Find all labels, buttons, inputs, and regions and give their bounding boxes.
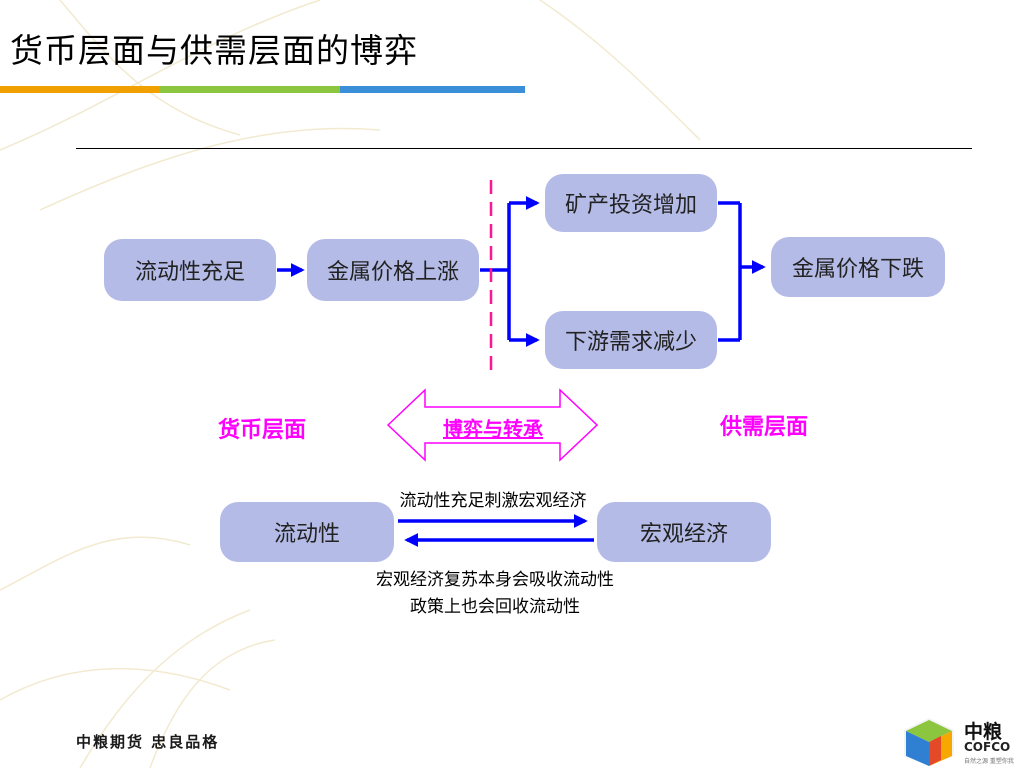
double-arrow-banner	[386, 388, 599, 462]
logo-text-en: COFCO	[964, 740, 1011, 754]
box-downstream-demand-decrease: 下游需求减少	[545, 311, 717, 369]
box-macro-economy: 宏观经济	[597, 502, 771, 562]
footer-slogan: 中粮期货 忠良品格	[76, 733, 220, 751]
divider-line	[76, 148, 972, 149]
note-policy-withdraws: 政策上也会回收流动性	[410, 597, 580, 617]
title-bar-orange	[0, 86, 160, 93]
box-metal-price-fall: 金属价格下跌	[771, 237, 945, 297]
title-bar-green	[160, 86, 340, 93]
box-liquidity-sufficient: 流动性充足	[104, 239, 276, 301]
cofco-logo: 中粮 COFCO 自然之源 重塑你我	[898, 716, 1018, 766]
page-title: 货币层面与供需层面的博弈	[10, 31, 418, 70]
label-game-transition: 博弈与转承	[443, 416, 543, 441]
logo-text-cn: 中粮	[964, 721, 1003, 743]
logo-tagline: 自然之源 重塑你我	[964, 758, 1014, 765]
note-liquidity-stimulates: 流动性充足刺激宏观经济	[399, 491, 587, 511]
cofco-cube-icon	[904, 718, 954, 766]
box-metal-price-rise: 金属价格上涨	[307, 239, 479, 301]
title-bar-blue	[340, 86, 525, 93]
note-recovery-absorbs: 宏观经济复苏本身会吸收流动性	[376, 570, 614, 590]
label-monetary-level: 货币层面	[218, 417, 307, 443]
box-mining-investment-increase: 矿产投资增加	[545, 174, 717, 232]
label-supply-demand-level: 供需层面	[720, 414, 809, 440]
box-liquidity: 流动性	[220, 502, 394, 562]
